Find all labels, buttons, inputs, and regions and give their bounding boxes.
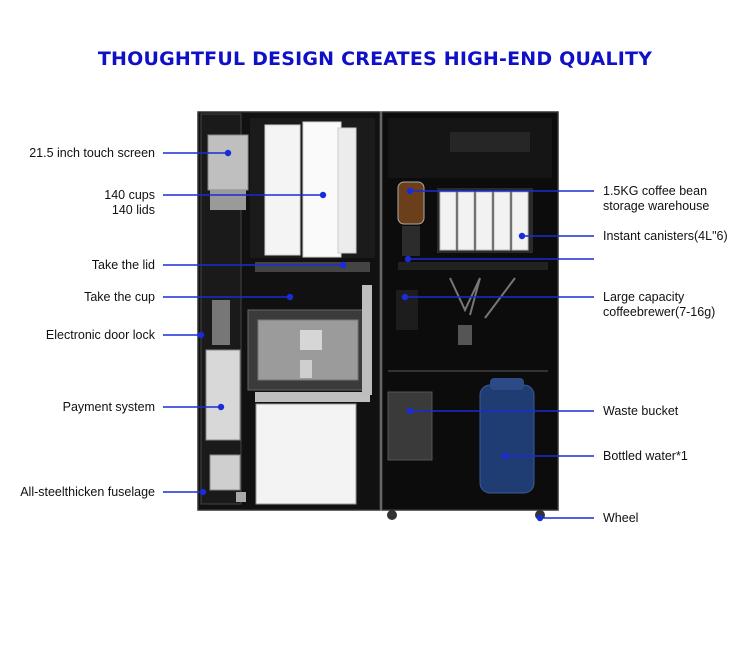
- label-payment-line-0: Payment system: [62, 399, 155, 414]
- label-take-cup: Take the cup: [84, 290, 155, 305]
- label-cups-lids-line-1: 140 lids: [111, 203, 155, 217]
- callout-take-cup-dot: [286, 293, 294, 301]
- label-brewer-line-1: coffeebrewer(7-16g): [603, 305, 716, 319]
- label-door-lock: Electronic door lock: [46, 328, 155, 343]
- label-bean-storage-line-0: 1.5KG coffee bean: [603, 184, 708, 198]
- callout-payment-dot: [217, 403, 225, 411]
- callout-canisters-dot: [518, 232, 526, 240]
- callout-lines: [163, 149, 594, 522]
- label-water-line-0: Bottled water*1: [603, 448, 688, 463]
- callout-take-lid-dot: [339, 261, 347, 269]
- callout-wheel-dot: [536, 514, 544, 522]
- page-title: THOUGHTFUL DESIGN CREATES HIGH-END QUALI…: [97, 48, 653, 70]
- label-take-cup-line-0: Take the cup: [84, 289, 155, 304]
- label-touch-screen: 21.5 inch touch screen: [29, 146, 155, 161]
- machine-illustration: [197, 111, 559, 520]
- callout-water-dot: [501, 452, 509, 460]
- label-canisters-line-0: Instant canisters(4L"6): [603, 228, 728, 243]
- label-cups-lids-line-0: 140 cups: [104, 188, 155, 202]
- callout-waste-dot: [406, 407, 414, 415]
- label-wheel-line-0: Wheel: [603, 510, 639, 525]
- callout-fuselage-dot: [199, 488, 207, 496]
- label-brewer-line-0: Large capacity: [603, 290, 685, 304]
- label-door-lock-line-0: Electronic door lock: [45, 327, 155, 342]
- callout-touch-screen-dot: [224, 149, 232, 157]
- callout-brewer-dot: [401, 293, 409, 301]
- label-waste: Waste bucket: [603, 404, 678, 419]
- callout-bean-storage-dot: [406, 187, 414, 195]
- label-waste-line-0: Waste bucket: [603, 403, 679, 418]
- callout-unlabeled-dot: [404, 255, 412, 263]
- label-payment: Payment system: [63, 400, 155, 415]
- label-water: Bottled water*1: [603, 449, 688, 464]
- label-take-lid: Take the lid: [92, 258, 155, 273]
- label-take-lid-line-0: Take the lid: [91, 257, 155, 272]
- label-wheel: Wheel: [603, 511, 638, 526]
- label-bean-storage-line-1: storage warehouse: [603, 199, 710, 213]
- callout-door-lock-dot: [197, 331, 205, 339]
- label-touch-screen-line-0: 21.5 inch touch screen: [29, 145, 155, 160]
- callout-cups-lids-dot: [319, 191, 327, 199]
- label-canisters: Instant canisters(4L"6): [603, 229, 728, 244]
- label-fuselage: All-steelthicken fuselage: [20, 485, 155, 500]
- label-fuselage-line-0: All-steelthicken fuselage: [20, 484, 155, 499]
